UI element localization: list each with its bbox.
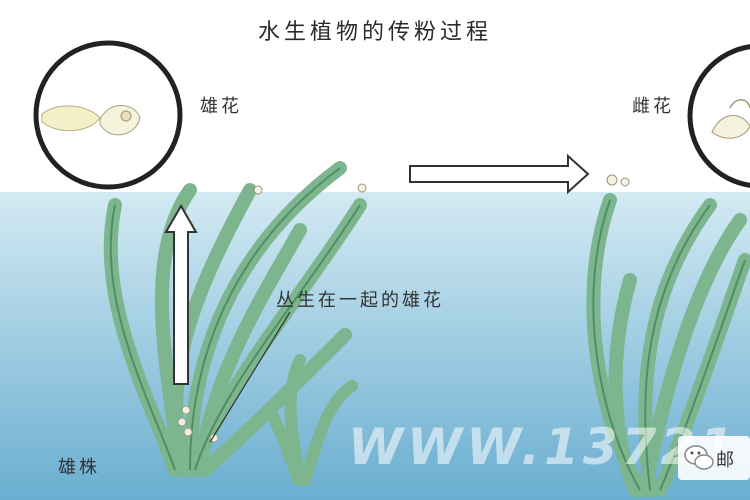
floating-male-flowers xyxy=(253,174,630,195)
cluster-leader-line xyxy=(209,311,291,443)
watermark: WWW.13721 xyxy=(348,418,739,476)
female-flower-label: 雌花 xyxy=(632,96,674,117)
small-plant xyxy=(264,354,358,486)
logo-text: 邮 xyxy=(716,450,734,471)
male-plant-label: 雄株 xyxy=(58,457,100,478)
up-arrow-icon xyxy=(164,203,198,385)
male-flower-cluster xyxy=(177,405,219,443)
male-flower-label: 雄花 xyxy=(200,96,242,117)
right-arrow-icon xyxy=(409,153,590,195)
wechat-logo-icon: 邮 xyxy=(678,436,750,480)
cluster-label: 丛生在一起的雄花 xyxy=(276,290,444,311)
male-flower-magnifier xyxy=(33,40,183,190)
diagram-title: 水生植物的传粉过程 xyxy=(257,20,492,45)
female-flower-magnifier xyxy=(687,44,750,188)
chat-bubble-icon xyxy=(684,445,714,470)
